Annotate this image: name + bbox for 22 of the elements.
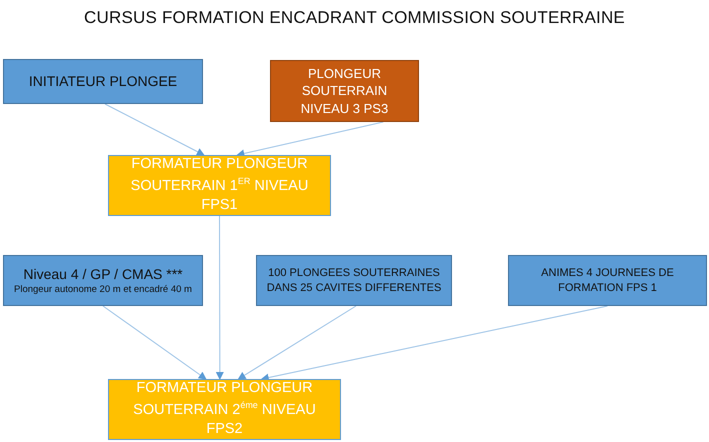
box-note: Plongeur autonome 20 m et encadré 40 m — [14, 284, 192, 296]
arrow — [236, 122, 384, 158]
process-box — [3, 255, 203, 306]
arrow — [102, 306, 207, 380]
box-label: 100 PLONGEES SOUTERRAINES DANS 25 CAVITES DIFFERENTES — [266, 266, 442, 296]
process-box — [270, 60, 419, 122]
arrow — [216, 216, 224, 380]
box-label: ANIMES 4 JOURNEES DE FORMATION FPS 1 — [540, 266, 675, 296]
process-box — [108, 155, 331, 216]
process-box — [3, 59, 203, 104]
process-box — [508, 255, 707, 306]
box-label: Niveau 4 / GP / CMAS *** — [23, 264, 183, 284]
box-label: FORMATEUR PLONGEUR SOUTERRAIN 2$^{éme}$ NIVEAU FPS2 — [132, 379, 317, 440]
arrow — [260, 306, 608, 382]
arrow — [104, 104, 205, 156]
process-box — [108, 379, 341, 440]
process-box — [256, 255, 452, 306]
box-label: FORMATEUR PLONGEUR SOUTERRAIN 1$^{ER}$ NIVEAU FPS1 — [130, 155, 310, 216]
box-label: INITIATEUR PLONGEE — [28, 72, 178, 91]
box-label: PLONGEUR SOUTERRAIN NIVEAU 3 PS3 — [300, 64, 390, 118]
diagram-title: CURSUS FORMATION ENCADRANT COMMISSION SOUTERRAINE — [83, 8, 626, 28]
arrow — [238, 306, 356, 380]
